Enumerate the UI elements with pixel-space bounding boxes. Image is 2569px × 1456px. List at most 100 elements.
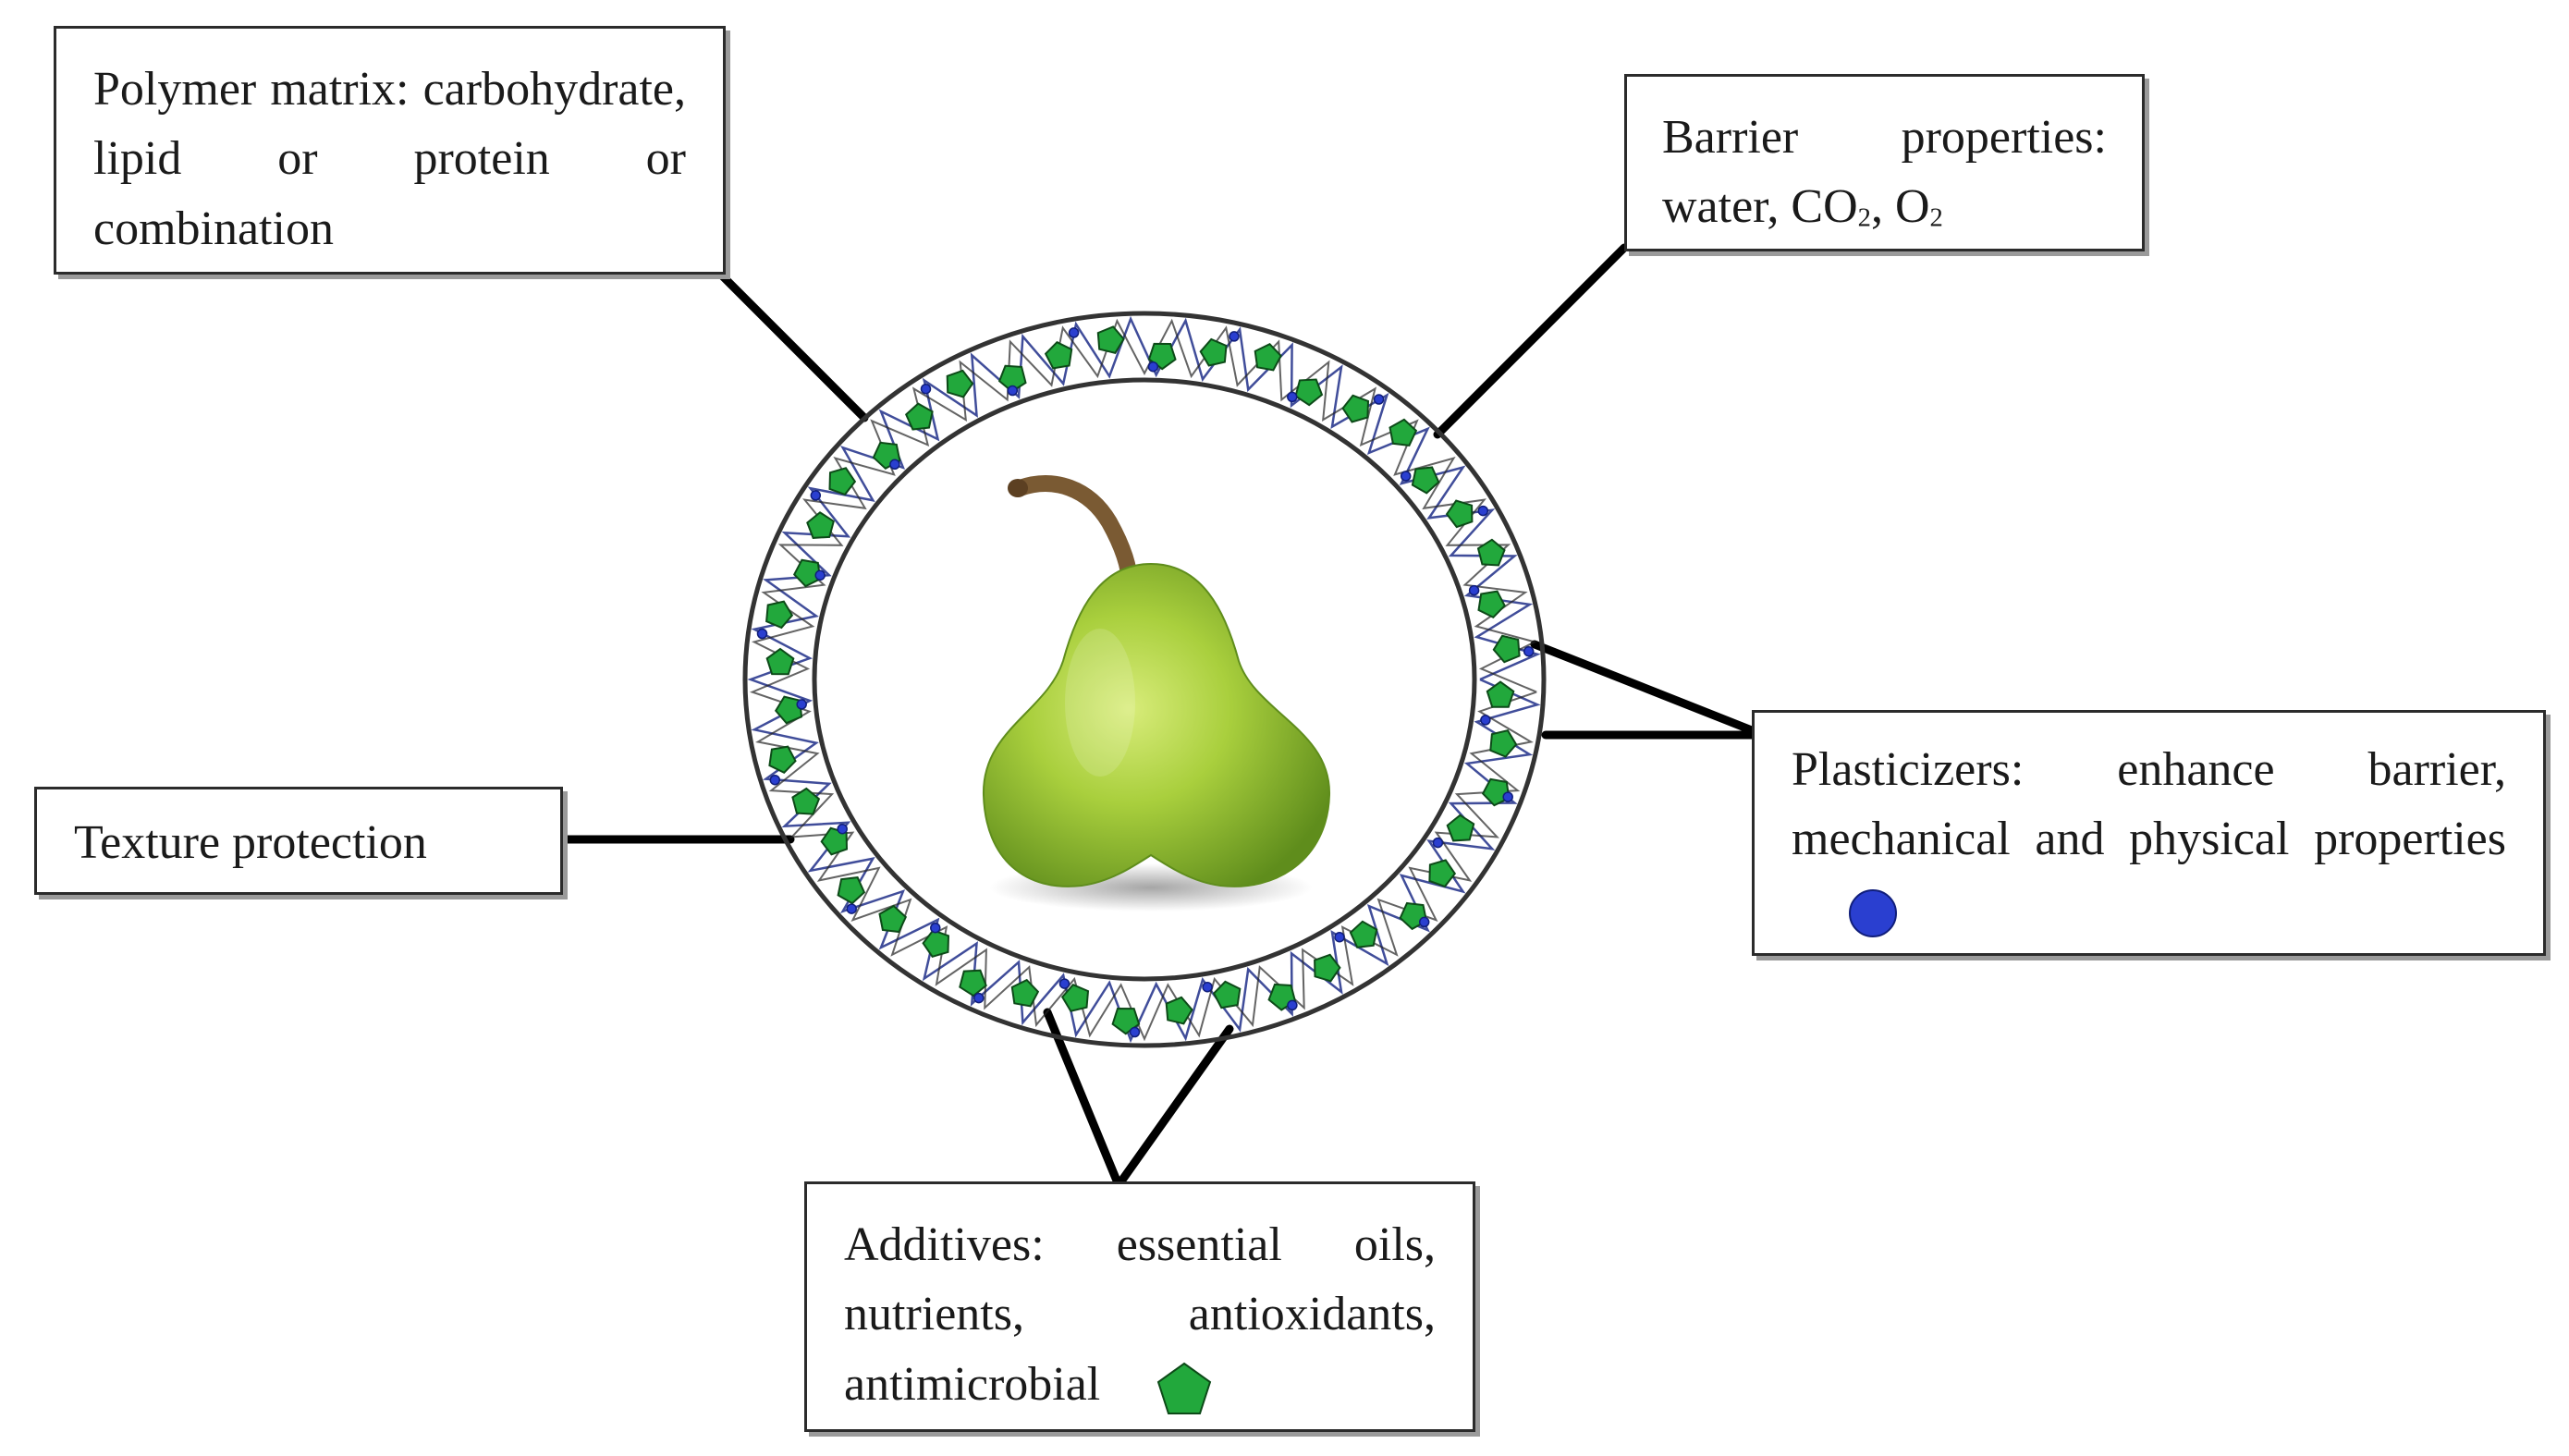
plasticizer-particles — [756, 327, 1535, 1038]
polymer-matrix-label-box: Polymer matrix: carbohydrate, lipid or p… — [54, 26, 726, 275]
plasticizer-particle — [1477, 505, 1489, 517]
plasticizer-particle — [1007, 385, 1019, 397]
additive-particle — [1341, 394, 1370, 423]
additive-particles — [765, 325, 1521, 1035]
barrier-connector — [1433, 243, 1629, 439]
plasticizer-particle — [1129, 1026, 1141, 1038]
mesh-strand — [747, 315, 1541, 1044]
plasticizer-particle — [1229, 331, 1240, 342]
additive-particle — [765, 600, 794, 630]
barrier-subscript-o2: 2 — [1929, 203, 1943, 233]
plasticizer-particle — [1502, 791, 1513, 802]
barrier-subscript-co2: 2 — [1857, 203, 1871, 233]
plasticizer-particle — [769, 774, 781, 786]
plasticizer-particle — [1432, 837, 1444, 849]
additive-particle — [946, 369, 974, 398]
plasticizer-particle — [1147, 361, 1159, 373]
additive-particle — [820, 826, 849, 856]
additive-particle — [792, 558, 822, 588]
additive-particle — [1477, 590, 1506, 619]
additives-text: Additives: essential oils, nutrients, an… — [844, 1210, 1436, 1419]
texture-protection-label-box: Texture protection — [34, 787, 563, 895]
additive-particle — [1010, 978, 1040, 1008]
additive-particle — [1476, 538, 1506, 567]
additive-particle — [1060, 983, 1090, 1012]
additive-particle — [828, 467, 857, 496]
barrier-properties-text: Barrier properties: water, CO2, O2 — [1662, 103, 2107, 242]
additive-particle — [768, 745, 797, 775]
polymer-mesh-dark — [749, 318, 1538, 1042]
texture-protection-text: Texture protection — [74, 816, 427, 869]
additive-particle — [1199, 337, 1228, 367]
additive-particle — [1314, 953, 1341, 983]
additive-particle — [904, 402, 934, 431]
plasticizer-particle — [1373, 394, 1385, 405]
additive-particle — [1445, 499, 1474, 529]
additive-particle — [1481, 777, 1511, 807]
plasticizer-particle — [1287, 391, 1298, 403]
plasticizer-particle — [756, 628, 768, 640]
green-pentagon-icon — [1157, 1362, 1212, 1414]
additive-particle — [1428, 859, 1457, 888]
additive-particle — [1486, 680, 1515, 708]
additive-particle — [1044, 340, 1073, 370]
additive-particle — [1446, 814, 1475, 842]
additive-connector-left — [1043, 1008, 1123, 1190]
plasticizer-particle — [1202, 981, 1213, 993]
coating-ring — [742, 311, 1547, 1048]
additive-particle — [1492, 634, 1521, 664]
additive-particle — [959, 969, 987, 997]
additive-particle — [922, 929, 950, 958]
plasticizers-text: Plasticizers: enhance barrier, mechanica… — [1792, 735, 2506, 944]
additive-connector-right — [1114, 1024, 1234, 1190]
plasticizer-particle — [920, 383, 932, 395]
additive-particle — [791, 787, 821, 815]
pear-body — [982, 562, 1331, 887]
plasticizer-particle — [846, 903, 857, 914]
additive-particle — [1294, 378, 1324, 407]
plasticizer-particle — [1400, 471, 1412, 482]
additive-particle — [997, 364, 1027, 393]
polymer-mesh — [747, 315, 1541, 1044]
pear-illustration — [982, 475, 1331, 912]
additive-particle — [1254, 342, 1282, 372]
plasticizer-particle — [1068, 327, 1080, 338]
additive-particle — [806, 511, 835, 539]
additive-particle — [1165, 996, 1193, 1025]
pear-stem — [1011, 475, 1138, 593]
additive-particle — [1096, 325, 1125, 354]
plasticizer-particle — [837, 823, 848, 835]
barrier-text-main: Barrier properties: water, CO — [1662, 111, 2107, 234]
plasticizer-particle — [889, 459, 900, 471]
additives-label-box: Additives: essential oils, nutrients, an… — [804, 1181, 1475, 1432]
additives-label: Additives: essential oils, nutrients, an… — [844, 1218, 1436, 1411]
barrier-text-mid: , O — [1870, 180, 1930, 234]
additive-particle — [1212, 980, 1242, 1009]
additive-particle — [878, 904, 908, 934]
plasticizer-particle — [814, 569, 826, 581]
plasticizer-particle — [930, 922, 941, 934]
additive-particle — [1411, 466, 1440, 495]
plasticizers-label-box: Plasticizers: enhance barrier, mechanica… — [1752, 710, 2546, 956]
plasticizers-label: Plasticizers: enhance barrier, mechanica… — [1792, 743, 2506, 866]
plasticizer-particle — [973, 992, 985, 1004]
plasticizer-particle — [1334, 931, 1345, 943]
plasticizer-particle — [1468, 584, 1480, 596]
additive-particle — [837, 876, 866, 905]
connector-lines — [558, 243, 1756, 1190]
plasticizer-particle — [1058, 978, 1070, 989]
plasticizer-particle — [1418, 916, 1430, 928]
plasticizer-particle — [1287, 999, 1298, 1011]
blue-circle-icon — [1849, 888, 1897, 937]
mesh-strand — [749, 318, 1538, 1042]
plasticizer-particle — [1480, 715, 1491, 726]
polymer-connector — [716, 270, 869, 422]
barrier-properties-label-box: Barrier properties: water, CO2, O2 — [1624, 74, 2145, 251]
plasticizer-particle — [1523, 645, 1535, 657]
plasticizer-particle — [810, 490, 822, 501]
additive-particle — [765, 647, 795, 676]
additive-particle — [1349, 920, 1378, 948]
plasticizer-particle — [796, 699, 807, 710]
additive-particle — [1388, 418, 1418, 447]
